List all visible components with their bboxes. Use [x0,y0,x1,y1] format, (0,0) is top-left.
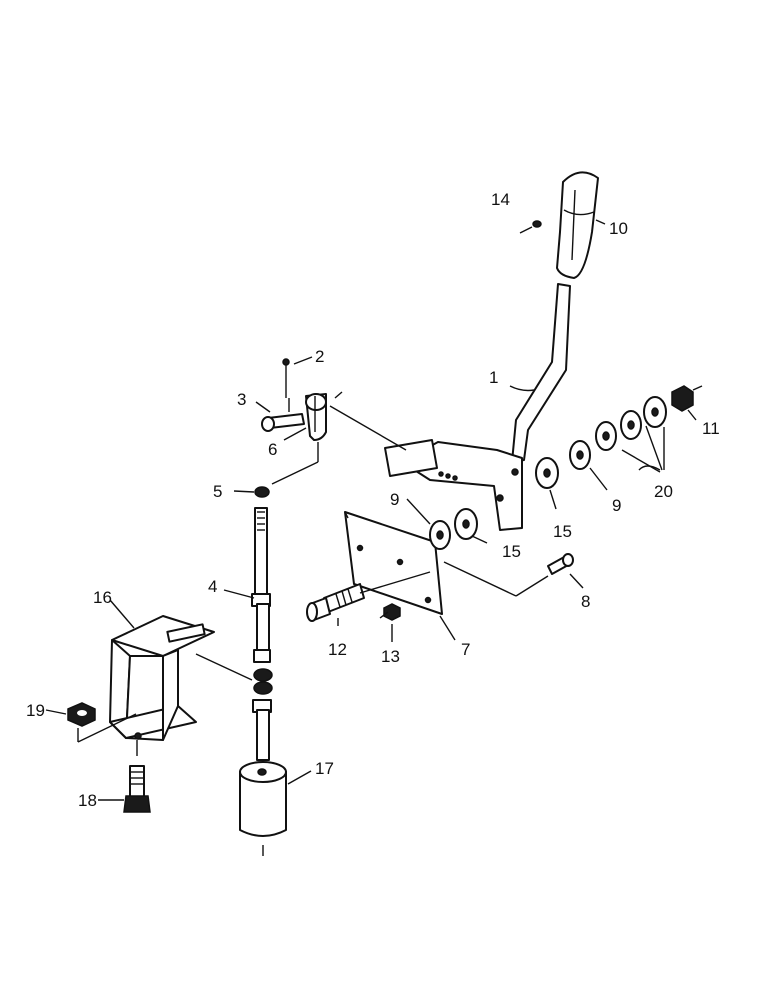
weight-part-17 [239,761,287,837]
screw-part-8 [547,553,574,575]
bolt-part-18 [123,765,151,813]
callout-13: 13 [381,647,400,666]
callout-1: 1 [489,368,498,387]
callout-17: 17 [315,759,334,778]
callout-9-front: 9 [390,490,399,509]
callout-9-rear: 9 [612,496,621,515]
rod-part-4 [251,507,273,761]
callout-10: 10 [609,219,628,238]
washer-part-15-rear [535,457,559,489]
callout-15-front: 15 [502,542,521,561]
jam-nut-part-5 [254,486,270,498]
bracket-part-16 [109,615,215,741]
callout-7: 7 [461,640,470,659]
callout-14: 14 [491,190,510,209]
washer-part-9-front [429,520,451,550]
callout-4: 4 [208,577,217,596]
callout-19: 19 [26,701,45,720]
callout-3: 3 [237,390,246,409]
washer-part-15-front [454,508,478,540]
bolt-part-12 [306,583,365,622]
callout-12: 12 [328,640,347,659]
callout-11: 11 [702,419,720,438]
washer-stack-part-20 [595,396,667,451]
leader-lines [45,219,697,801]
callout-labels: 1 2 3 4 5 6 7 8 9 9 10 11 12 13 14 15 15… [26,190,720,810]
clevis-part-6 [305,393,327,441]
callout-6: 6 [268,440,277,459]
nut-part-19 [67,702,96,727]
callout-2: 2 [315,347,324,366]
cotter-pin-part-2 [282,358,290,398]
callout-8: 8 [581,592,590,611]
lock-nut-part-11 [671,385,694,412]
washer-part-9-rear [569,440,591,470]
set-screw-part-14 [519,220,542,234]
clevis-pin-part-3 [261,413,305,432]
nut-part-13 [383,603,401,621]
lever-part-1 [384,283,571,531]
callout-16: 16 [93,588,112,607]
callout-15-rear: 15 [553,522,572,541]
knob-part-10 [556,171,599,279]
callout-5: 5 [213,482,222,501]
plate-part-7 [344,511,443,615]
assembly-lines [77,385,703,856]
callout-18: 18 [78,791,97,810]
callout-20: 20 [654,482,673,501]
